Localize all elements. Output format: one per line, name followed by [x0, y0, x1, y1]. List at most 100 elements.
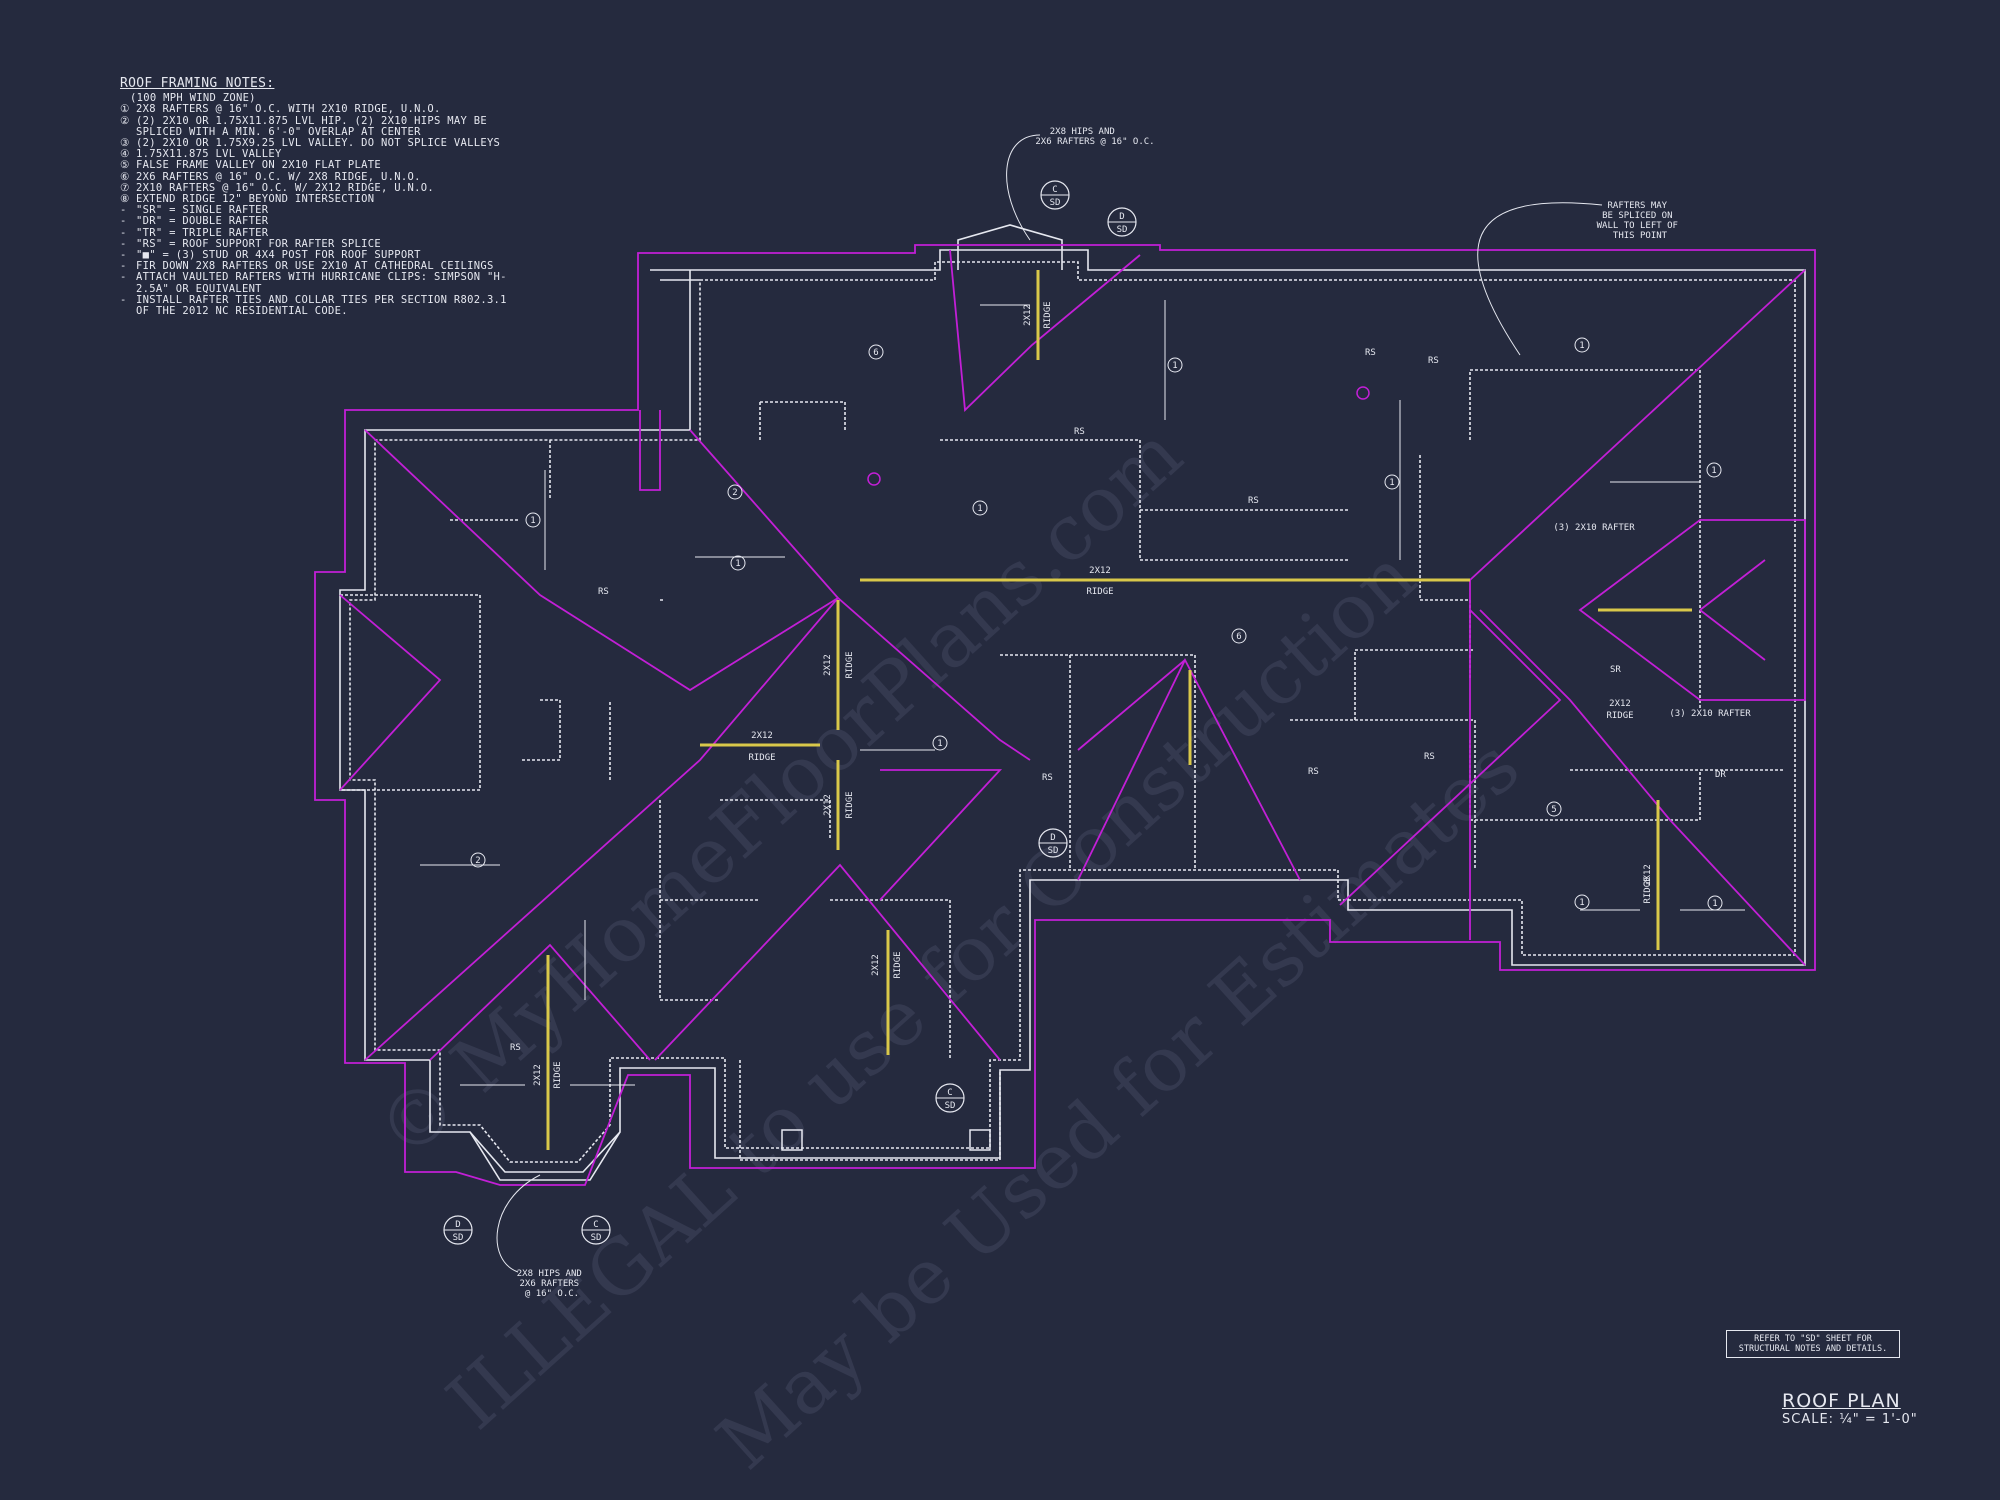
leader-line	[1006, 134, 1041, 241]
rafter-arrows	[420, 300, 1745, 1086]
ridge-label: RIDGE	[1643, 876, 1653, 903]
note-number: -	[120, 215, 127, 228]
notes-list: ①2x8 RAFTERS @ 16" O.C. WITH 2x10 RIDGE,…	[120, 104, 520, 317]
section-mark-bottom: SD	[1117, 225, 1128, 235]
note-item: -"SR" = SINGLE RAFTER	[120, 205, 520, 216]
note-text: FALSE FRAME VALLEY ON 2x10 FLAT PLATE	[136, 159, 381, 172]
section-mark-bottom: SD	[453, 1233, 464, 1243]
framing-tag-number: 1	[1389, 478, 1394, 488]
note-number: -	[120, 204, 127, 217]
exterior-wall-outer	[339, 249, 1806, 1173]
note-text: "TR" = TRIPLE RAFTER	[136, 226, 269, 239]
ridge-size-label: 2x12	[533, 1064, 543, 1086]
note-item: -ATTACH VAULTED RAFTERS WITH HURRICANE C…	[120, 272, 520, 295]
note-number: ⑦	[120, 181, 130, 194]
hip-line	[364, 429, 1031, 761]
leader-line	[1477, 202, 1603, 356]
note-text: FIR DOWN 2x8 RAFTERS OR USE 2x10 AT CATH…	[136, 260, 494, 273]
framing-tag-circle	[1167, 357, 1183, 373]
interior-wall-5	[1290, 649, 1476, 870]
interior-wall-6	[1469, 740, 1785, 821]
hip-line	[1479, 609, 1806, 966]
hip-line	[1699, 559, 1766, 661]
ridge-size-label: 2x12	[823, 654, 833, 676]
note-number: -	[120, 293, 127, 306]
note-item: ⑥ 2x6 RAFTERS @ 16" O.C. W/ 2x8 RIDGE, U.…	[120, 170, 520, 183]
ridge-size-label: 2x12	[1023, 304, 1033, 326]
note-item: ⑦2x10 RAFTERS @ 16" O.C. W/ 2x12 RIDGE, …	[120, 181, 520, 194]
ridge-beams	[546, 270, 1692, 1150]
note-text: "SR" = SINGLE RAFTER	[136, 204, 269, 217]
framing-tag-number: 2	[475, 856, 480, 866]
framing-tag-circle	[1384, 474, 1400, 490]
ridge-label: RIDGE	[893, 951, 903, 978]
callout-bottom-hips: 2x8 HIPS AND 2x6 RAFTERS @ 16" O.C.	[517, 1269, 587, 1299]
interior-wall-1	[759, 401, 846, 440]
section-mark-bottom: SD	[945, 1101, 956, 1111]
note-text: INSTALL RAFTER TIES AND COLLAR TIES PER …	[136, 293, 507, 318]
section-mark-bottom: SD	[1050, 198, 1061, 208]
section-mark-top: D	[1119, 212, 1124, 222]
section-mark: CSD	[935, 1083, 965, 1113]
section-mark-bottom: SD	[591, 1233, 602, 1243]
hip-line	[364, 597, 839, 1061]
note-item: -INSTALL RAFTER TIES AND COLLAR TIES PER…	[120, 293, 520, 318]
rs-tag: RS	[510, 1043, 521, 1053]
notes-subtitle: (100 MPH WIND ZONE)	[130, 92, 256, 105]
framing-tag-circle	[972, 500, 988, 516]
vent-marker	[867, 472, 881, 486]
framing-number-tags	[470, 337, 1723, 911]
ridge-label: RIDGE	[748, 753, 775, 763]
section-mark: CSD	[581, 1215, 611, 1245]
exterior-wall-inner	[349, 261, 1796, 1163]
ridge-size-label: 2x12	[823, 794, 833, 816]
hip-line	[1077, 658, 1301, 881]
support-posts	[781, 1129, 991, 1151]
interior-wall-8	[450, 440, 665, 780]
callout-splice-line-1: RAFTERS MAY	[1607, 201, 1667, 211]
hip-line	[949, 249, 1141, 412]
ridge-label: RIDGE	[553, 1061, 563, 1088]
note-item: ③(2) 2x10 OR 1.75x9.25 LVL VALLEY. DO NO…	[120, 137, 520, 149]
section-mark-top: D	[1050, 833, 1055, 843]
post-marker	[969, 1129, 991, 1151]
framing-tag-circle	[1707, 895, 1723, 911]
hip-line	[429, 943, 651, 1061]
framing-tag-circle	[1706, 462, 1722, 478]
sr-tag: SR	[1610, 665, 1621, 675]
framing-tag-number: 1	[530, 516, 535, 526]
note-number: -	[120, 226, 127, 239]
note-item: -"TR" = TRIPLE RAFTER	[120, 226, 520, 239]
hip-line	[654, 863, 1001, 1061]
hip-line	[689, 429, 839, 599]
ridge-size-label: 2x12	[1643, 864, 1653, 886]
framing-tag-number: 6	[873, 348, 878, 358]
note-item: ①2x8 RAFTERS @ 16" O.C. WITH 2x10 RIDGE,…	[120, 104, 520, 115]
rs-tag: RS	[1308, 767, 1319, 777]
framing-tag-number: 1	[1579, 898, 1584, 908]
framing-tag-number: 6	[1236, 632, 1241, 642]
framing-tag-number: 2	[732, 488, 737, 498]
section-mark-top: D	[455, 1220, 460, 1230]
note-number: -	[120, 260, 127, 273]
ridge-size-label: 2x12	[751, 731, 773, 741]
ridge-labels: 2x12 RIDGE 2x12 RIDGE 2x12 RIDGE 2x12 RI…	[533, 301, 1653, 1088]
rs-tag: RS	[1424, 752, 1435, 762]
leader-line	[496, 1174, 541, 1273]
roof-framing-notes: ROOF FRAMING NOTES: (100 MPH WIND ZONE) …	[120, 77, 520, 317]
structural-reference-note: REFER TO "SD" SHEET FOR STRUCTURAL NOTES…	[1726, 1330, 1900, 1358]
framing-tag-number: 1	[1712, 899, 1717, 909]
note-number: -	[120, 249, 127, 262]
callout-splice-line-2: BE SPLICED ON	[1602, 211, 1672, 221]
left-bay-wall	[340, 594, 481, 791]
note-number: ⑥	[120, 170, 130, 183]
note-text: 2x6 RAFTERS @ 16" O.C. W/ 2x8 RIDGE, U.N…	[136, 170, 421, 183]
rs-tag: RS	[1042, 773, 1053, 783]
ridge-label: RIDGE	[845, 791, 855, 818]
building-walls	[339, 224, 1806, 1181]
ridge-label: RIDGE	[1606, 711, 1633, 721]
note-number: ①	[120, 103, 130, 116]
dr-tag: DR	[1715, 770, 1726, 780]
note-text: (2) 2x10 OR 1.75x11.875 LVL HIP. (2) 2x1…	[136, 114, 487, 138]
